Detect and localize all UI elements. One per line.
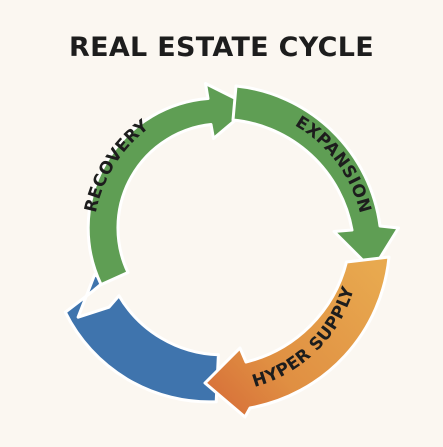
label-expansion: EXPANSION	[292, 112, 375, 215]
arc-phase-blue	[63, 273, 220, 404]
arc-phase-recovery	[86, 82, 253, 287]
arc-phase-hyper-supply	[203, 255, 391, 419]
diagram-title: REAL ESTATE CYCLE	[69, 32, 374, 63]
arc-phase-expansion	[231, 84, 400, 272]
